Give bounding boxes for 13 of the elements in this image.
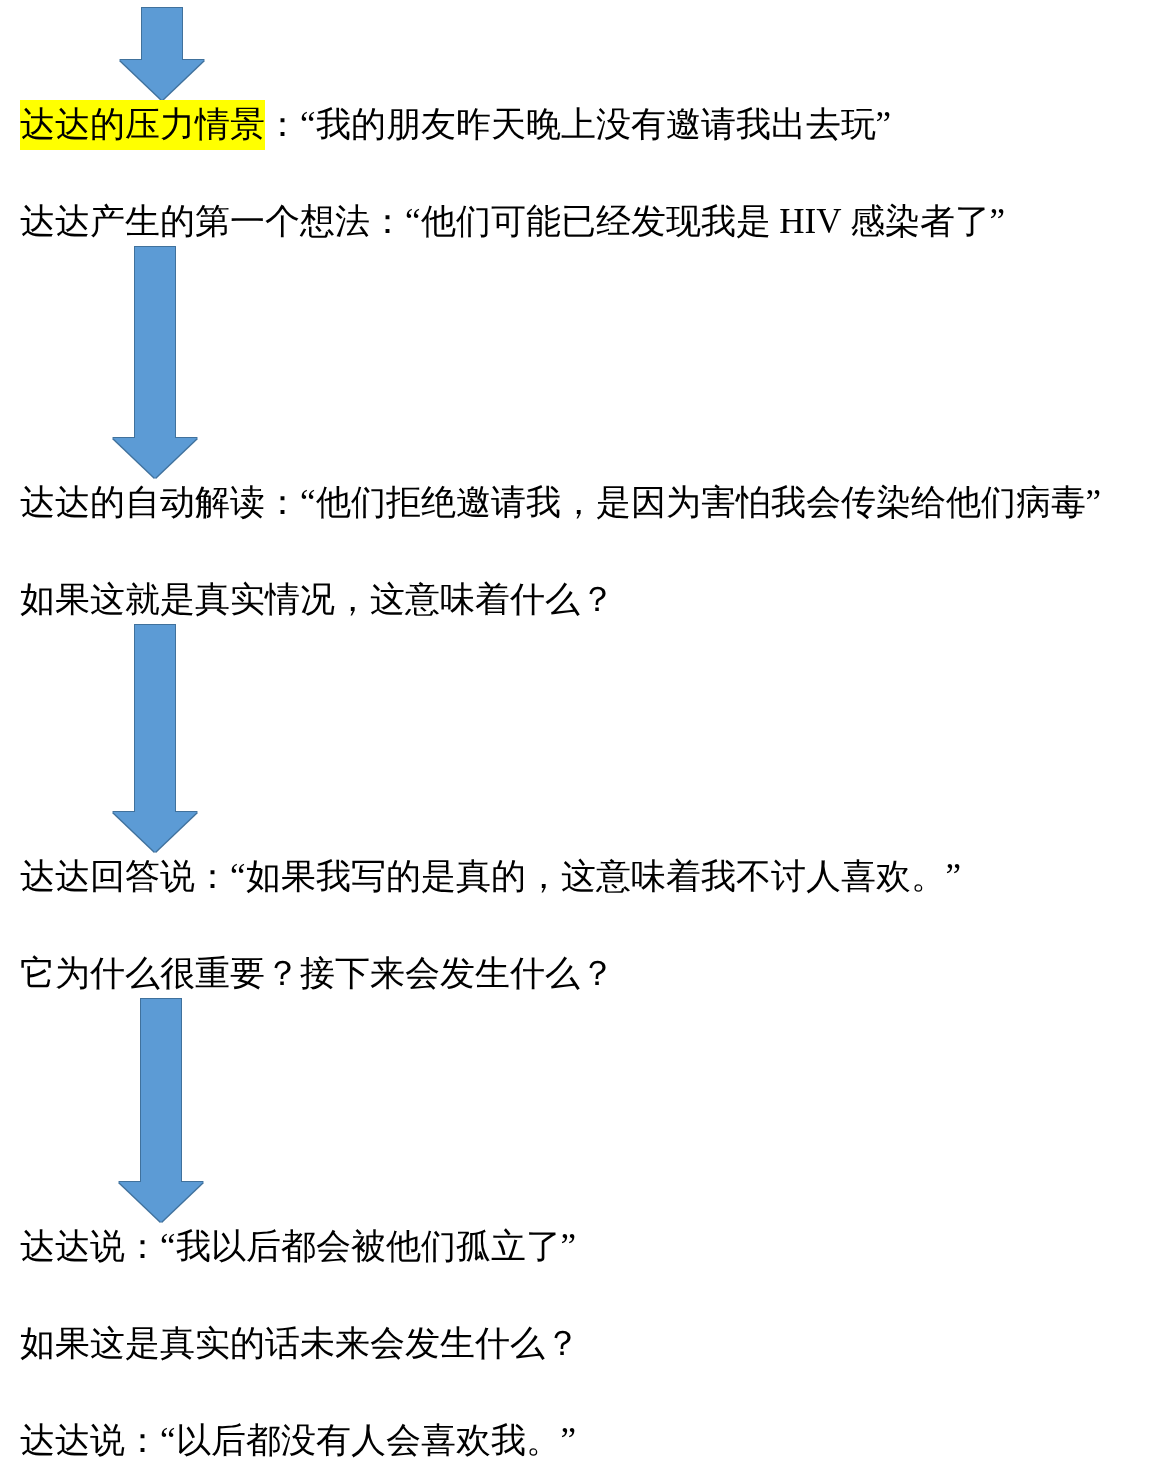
step-text: 达达产生的第一个想法：“他们可能已经发现我是 HIV 感染者了” (20, 201, 1006, 243)
step-text: 它为什么很重要？接下来会发生什么？ (20, 953, 615, 995)
step-text: 达达说：“我以后都会被他们孤立了” (20, 1226, 577, 1268)
step-text: 达达的压力情景：“我的朋友昨天晚上没有邀请我出去玩” (20, 100, 892, 150)
step-text: 达达回答说：“如果我写的是真的，这意味着我不讨人喜欢。” (20, 856, 962, 898)
down-arrow (120, 8, 204, 100)
step-text: 达达说：“以后都没有人会喜欢我。” (20, 1420, 577, 1462)
step-text: 达达的自动解读：“他们拒绝邀请我，是因为害怕我会传染给他们病毒” (20, 482, 1102, 524)
down-arrow (113, 247, 197, 478)
down-arrow (113, 625, 197, 852)
step-text: 如果这就是真实情况，这意味着什么？ (20, 579, 615, 621)
step-text: 如果这是真实的话未来会发生什么？ (20, 1323, 580, 1365)
down-arrow (119, 999, 203, 1222)
